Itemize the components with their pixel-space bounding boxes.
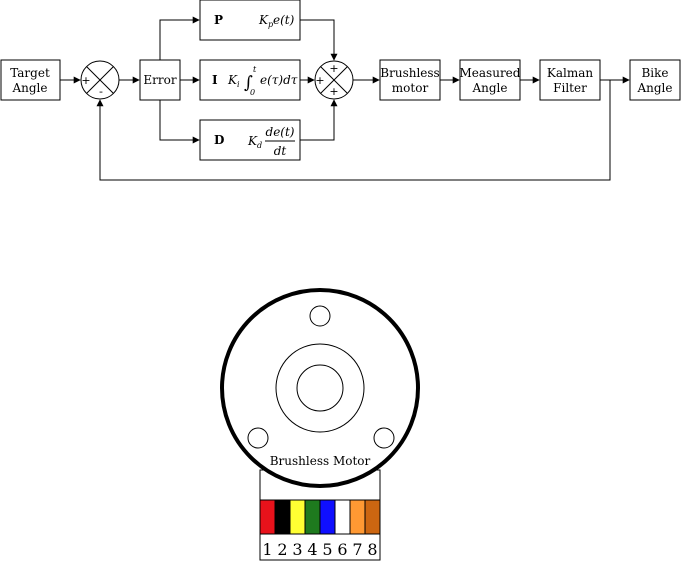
i-formula-sub: i — [237, 80, 240, 89]
i-integral-lower: 0 — [250, 88, 255, 97]
d-formula-k: K — [247, 134, 258, 148]
p-formula-sub: p — [268, 20, 273, 29]
pin-number-2: 2 — [277, 540, 287, 559]
wire-swatch-6 — [334, 499, 351, 535]
arrow-p-to-sum2 — [300, 19, 338, 61]
integral-sign: ∫ — [244, 73, 253, 93]
p-block: P K p e(t) — [199, 0, 301, 41]
arrow-error-to-d — [159, 100, 200, 144]
motor-shaft — [296, 364, 344, 412]
error-label: Error — [143, 73, 176, 87]
sum2-bottom-plus: + — [329, 85, 338, 98]
wire-swatch-4 — [304, 499, 321, 535]
d-numerator: de(t) — [266, 125, 295, 139]
wire-swatch-3 — [289, 499, 306, 535]
p-formula-rest: e(t) — [273, 13, 295, 27]
kalman-filter-line-1: Kalman — [547, 66, 593, 80]
measured-angle-line-1: Measured — [460, 66, 521, 80]
wire-swatch-7 — [349, 499, 366, 535]
summing-junction-2: + + + — [314, 60, 354, 100]
wire-swatch-1 — [259, 499, 276, 535]
brushless-motor-line-2: motor — [392, 81, 429, 95]
i-formula-k: K — [227, 73, 238, 87]
d-label: D — [214, 133, 224, 147]
mount-hole-top — [309, 305, 331, 327]
measured-angle-block: Measured Angle — [459, 59, 521, 101]
pin-number-4: 4 — [307, 540, 317, 559]
kalman-filter-block: Kalman Filter — [539, 59, 601, 101]
connection-lines — [60, 16, 630, 181]
wire-swatch-8 — [364, 499, 381, 535]
arrow-d-to-sum2 — [300, 99, 338, 141]
sum1-minus-sign: - — [99, 85, 103, 98]
d-denominator: dt — [274, 144, 287, 158]
p-label: P — [214, 13, 223, 27]
mount-hole-left — [247, 427, 269, 449]
bike-angle-line-2: Angle — [636, 81, 672, 95]
arrow-error-to-p — [159, 16, 200, 60]
bike-angle-block: Bike Angle — [629, 59, 681, 101]
sum2-top-plus: + — [329, 62, 338, 75]
wire-swatch-5 — [319, 499, 336, 535]
sum1-plus-sign: + — [81, 74, 90, 87]
feedback-loop-arrow — [96, 80, 611, 181]
mount-hole-right — [373, 427, 395, 449]
wire-swatch-2 — [274, 499, 291, 535]
target-angle-line-2: Angle — [11, 81, 47, 95]
i-integral-upper: t — [253, 65, 257, 74]
pin-number-7: 7 — [352, 540, 362, 559]
sum2-left-plus: + — [315, 74, 324, 87]
summing-junction-1: + - — [80, 60, 120, 100]
brushless-motor-block: Brushless motor — [379, 59, 441, 101]
wire-color-strip — [259, 499, 381, 535]
pin-number-5: 5 — [322, 540, 332, 559]
pin-number-3: 3 — [292, 540, 302, 559]
d-formula-sub: d — [257, 141, 262, 150]
kalman-filter-line-2: Filter — [553, 81, 587, 95]
brushless-motor-line-1: Brushless — [380, 66, 439, 80]
i-formula-rest: e(τ)dτ — [260, 73, 298, 87]
measured-angle-line-2: Angle — [471, 81, 507, 95]
motor-label: Brushless Motor — [270, 454, 371, 468]
pin-number-6: 6 — [337, 540, 347, 559]
error-block: Error — [139, 59, 181, 101]
pin-number-1: 1 — [262, 540, 272, 559]
i-label: I — [212, 73, 218, 87]
bike-angle-line-1: Bike — [641, 66, 668, 80]
pin-number-8: 8 — [367, 540, 377, 559]
target-angle-block: Target Angle — [0, 59, 61, 101]
i-block: I K i ∫ t 0 e(τ)dτ — [199, 59, 301, 101]
p-formula-k: K — [258, 13, 269, 27]
target-angle-line-1: Target — [10, 66, 50, 80]
d-block: D K d de(t) dt — [199, 119, 301, 161]
